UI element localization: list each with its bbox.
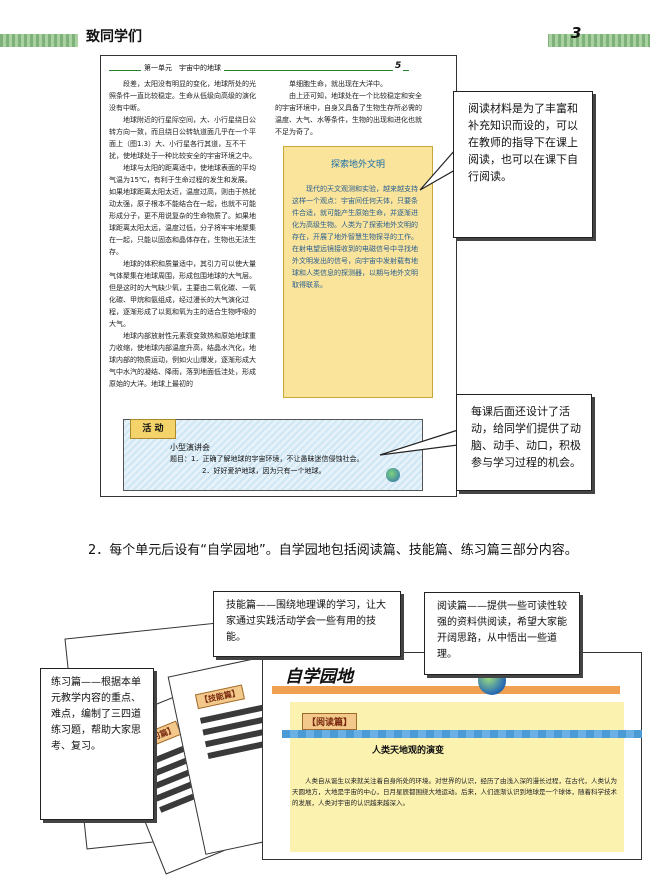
activity-callout: 每课后面还设计了活动，给同学们提供了动脑、动手、动口，积极参与学习过程的机会。 [456,394,592,491]
reading-article-text: 人类自从诞生以来就关注着自身所处的环境。对世界的认识，经历了由浅入深的漫长过程，… [292,776,618,850]
right-text-column: 单细胞生命，就出现在大洋中。 由上还可知，地球处在一个比较稳定和安全的宇宙环境中… [275,78,423,138]
reading-tab: 【阅读篇】 [302,713,358,730]
paragraph: 现代的天文观测和实验，越来越支持这样一个观点：宇宙间任何天体，只要条件合适，就可… [292,185,418,289]
paragraph: 由上还可知，地球处在一个比较稳定和安全的宇宙环境中，自身又具备了生物生存所必需的… [275,92,422,136]
activity-title: 小型演讲会 [170,443,210,452]
page-number: 3 [571,24,582,42]
globe-icon [386,468,400,482]
reading-section-callout: 阅读篇——提供一些可读性较强的资料供阅读，希望大家能开阔思路，从中悟出一些道理。 [424,592,580,675]
page-top-rule [109,70,409,71]
activity-topic-1: 题目：1．正确了解地球的宇宙环境，不让愚昧迷信侵蚀社会。 [170,455,364,463]
activity-topic-2: 2．好好爱护地球，因为只有一个地球。 [202,467,326,475]
paragraph: 段差，太阳没有明显的变化，地球所处的光照条件一直比较稳定。生命从低级向高级的演化… [109,80,256,112]
activity-tag: 活 动 [130,419,176,439]
paragraph: 地球的体积和质量适中，其引力可以使大量气体聚集在地球周围，形成包围地球的大气层。… [109,260,256,328]
title-bar [272,686,620,694]
paragraph: 人类自从诞生以来就关注着自身所处的环境。对世界的认识，经历了由浅入深的漫长过程，… [292,777,617,807]
inset-title: 探索地外文明 [330,160,385,170]
sample-page-number: 5 [393,61,404,71]
page-title: 致同学们 [86,29,142,45]
reading-article-title: 人类天地观的演变 [372,746,445,756]
unit-label: 第一单元 宇宙中的地球 [141,63,224,73]
self-study-title: 自学园地 [285,667,353,687]
reading-stripe [282,730,642,738]
inset-text: 现代的天文观测和实验，越来越支持这样一个观点：宇宙间任何天体，只要条件合适，就可… [292,183,424,388]
paragraph: 单细胞生命，就出现在大洋中。 [289,80,387,88]
textbook-page-sample: 第一单元 宇宙中的地球 5 段差，太阳没有明显的变化，地球所处的光照条件一直比较… [100,55,457,497]
header-label-area [78,26,548,50]
skills-callout: 技能篇——围绕地理课的学习，让大家通过实践活动学会一些有用的技能。 [213,591,401,657]
section-heading: 2．每个单元后设有“自学园地”。自学园地包括阅读篇、技能篇、练习篇三部分内容。 [88,543,578,558]
paragraph: 地球内部放射性元素衰变致热和原始地球重力收缩，使地球内部温度升高，结晶水汽化，地… [109,332,256,388]
left-text-column: 段差，太阳没有明显的变化，地球所处的光照条件一直比较稳定。生命从低级向高级的演化… [109,78,257,433]
reading-material-callout: 阅读材料是为了丰富和补充知识而设的，可以在教师的指导下在课上阅读，也可以在课下自… [453,91,593,238]
activity-box: 活 动 小型演讲会 题目：1．正确了解地球的宇宙环境，不让愚昧迷信侵蚀社会。 2… [123,419,423,491]
paragraph: 地球附近的行星际空间，大、小行星绕日公转方向一致，而且绕日公转轨道面几乎在一个平… [109,116,256,160]
pointer-reading [419,148,456,191]
skills-tab: 【技能篇】 [194,684,245,710]
paragraph: 地球与太阳的距离适中，使地球表面的平均气温为15℃，有利于生命过程的发生和发展。… [109,164,256,256]
pointer-activity [379,429,459,456]
practice-callout: 练习篇——根据本单元教学内容的重点、难点，编制了三四道练习题，帮助大家思考、复习… [40,668,154,820]
reading-inset-box: 探索地外文明 现代的天文观测和实验，越来越支持这样一个观点：宇宙间任何天体，只要… [283,146,433,398]
